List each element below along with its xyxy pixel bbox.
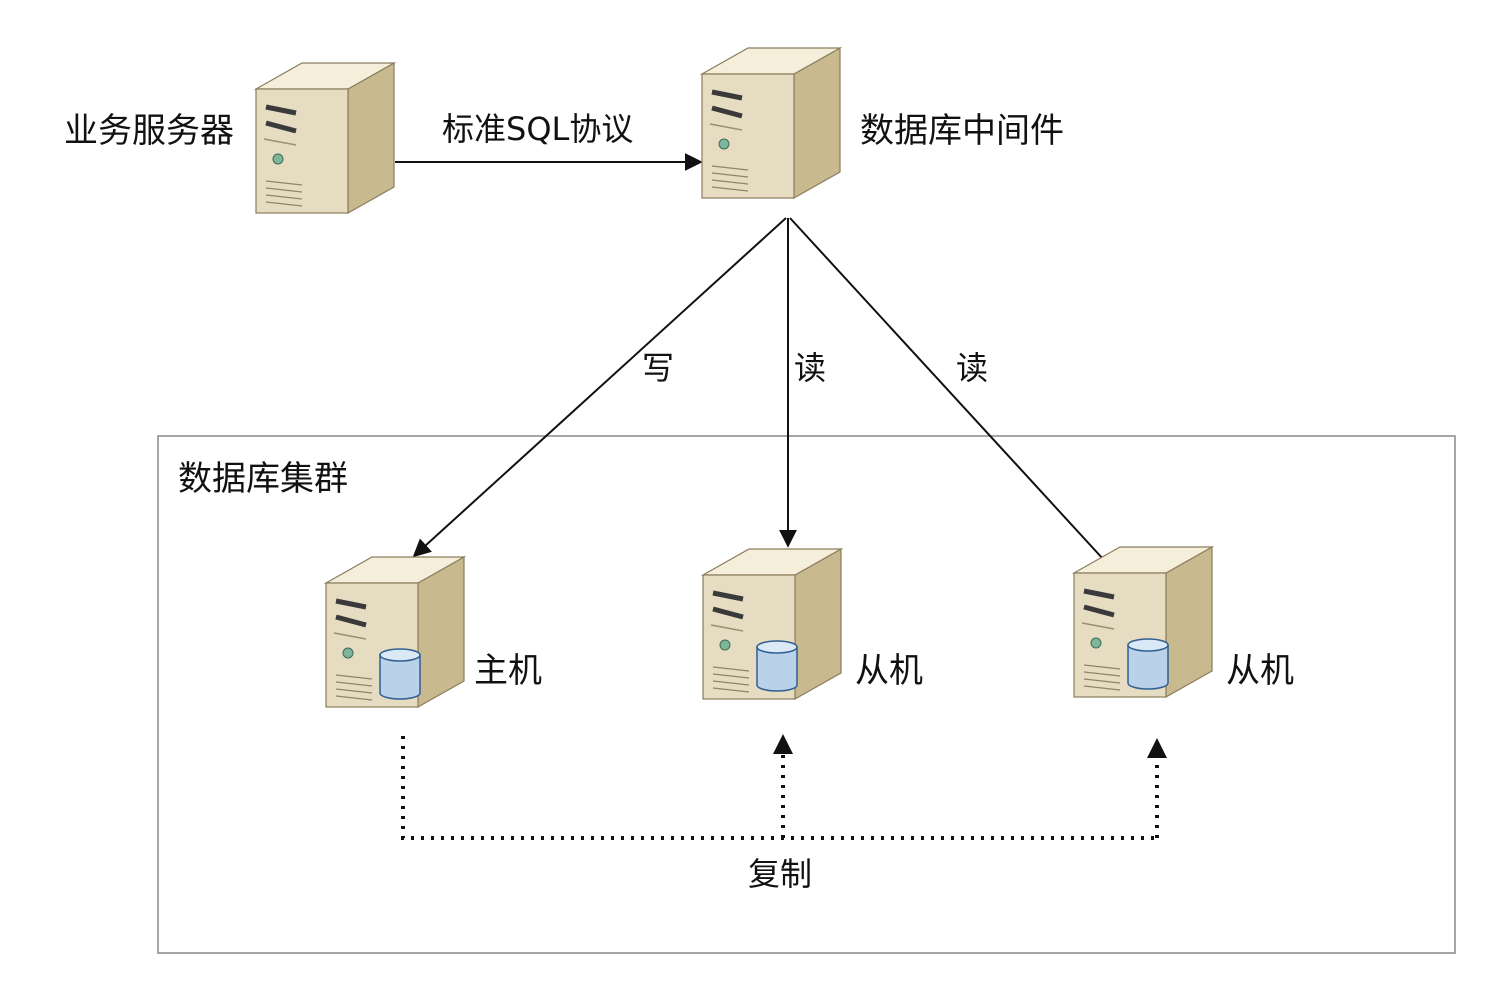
- database-icon: [1127, 638, 1169, 690]
- write-edge-label: 写: [642, 349, 675, 387]
- slave-server-2: [1071, 545, 1215, 699]
- database-icon: [379, 648, 421, 700]
- replication-edge-label: 复制: [748, 855, 813, 893]
- read-edge-label-2: 读: [956, 349, 989, 387]
- edge-replication: [401, 734, 1167, 840]
- cluster-label: 数据库集群: [178, 459, 348, 499]
- read-edge-label-1: 读: [794, 349, 827, 387]
- business-server-label: 业务服务器: [64, 111, 234, 151]
- master-server: [323, 555, 467, 709]
- slave-1-label: 从机: [855, 651, 923, 691]
- middleware-server: [699, 46, 843, 200]
- edge-write: [412, 217, 787, 558]
- slave-2-label: 从机: [1226, 651, 1294, 691]
- master-label: 主机: [474, 651, 542, 691]
- middleware-label: 数据库中间件: [860, 111, 1064, 151]
- business-server: [253, 61, 397, 215]
- cluster-boundary: [157, 435, 1456, 954]
- edge-read-2: [789, 217, 1117, 574]
- database-icon: [756, 640, 798, 692]
- protocol-edge-label: 标准SQL协议: [442, 110, 634, 148]
- slave-server-1: [700, 547, 844, 701]
